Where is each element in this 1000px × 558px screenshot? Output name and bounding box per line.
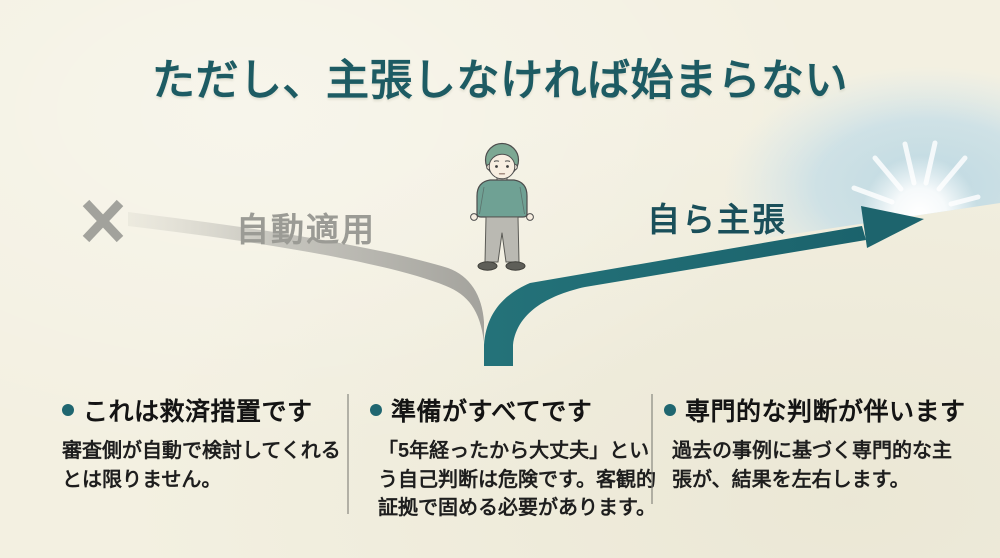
- left-path-label: 自動適用: [236, 211, 376, 248]
- point-rescue-measure: これは救済措置です 審査側が自動で検討してくれる とは限りません。: [62, 392, 354, 494]
- point-body-line: 証拠で固める必要があります。: [378, 497, 656, 519]
- point-heading: 専門的な判断が伴います: [685, 398, 966, 426]
- point-body: 過去の事例に基づく専門的な主 張が、結果を左右します。: [672, 437, 970, 494]
- standing-person-icon: [470, 142, 534, 271]
- point-body-line: 過去の事例に基づく専門的な主: [672, 440, 952, 462]
- point-body-line: 審査側が自動で検討してくれる: [62, 440, 341, 462]
- bullet-dot-icon: [62, 404, 74, 416]
- point-body-line: とは限りません。: [62, 468, 222, 491]
- point-heading: 準備がすべてです: [391, 398, 593, 426]
- point-expert-judgment: 専門的な判断が伴います 過去の事例に基づく専門的な主 張が、結果を左右します。: [664, 392, 970, 494]
- column-divider: [347, 394, 349, 514]
- bullet-dot-icon: [370, 404, 382, 416]
- column-divider: [651, 394, 653, 504]
- point-body: 審査側が自動で検討してくれる とは限りません。: [62, 437, 354, 494]
- right-path-label: 自ら主張: [647, 201, 787, 238]
- page-title: ただし、主張しなければ始まらない: [152, 57, 848, 105]
- point-heading: これは救済措置です: [83, 398, 313, 426]
- point-body: 「5年経ったから大丈夫」とい う自己判断は危険です。客観的 証拠で固める必要があ…: [378, 437, 656, 523]
- point-body-line: う自己判断は危険です。客観的: [378, 468, 656, 491]
- bullet-dot-icon: [664, 404, 676, 416]
- arrow-head: [861, 206, 924, 248]
- point-body-line: 張が、結果を左右します。: [672, 468, 910, 491]
- gray-path: [128, 212, 484, 342]
- point-preparation: 準備がすべてです 「5年経ったから大丈夫」とい う自己判断は危険です。客観的 証…: [370, 392, 656, 523]
- x-mark-icon: [82, 199, 124, 243]
- point-body-line: 「5年経ったから大丈夫」とい: [378, 440, 650, 462]
- teal-arrow-path: [484, 206, 924, 366]
